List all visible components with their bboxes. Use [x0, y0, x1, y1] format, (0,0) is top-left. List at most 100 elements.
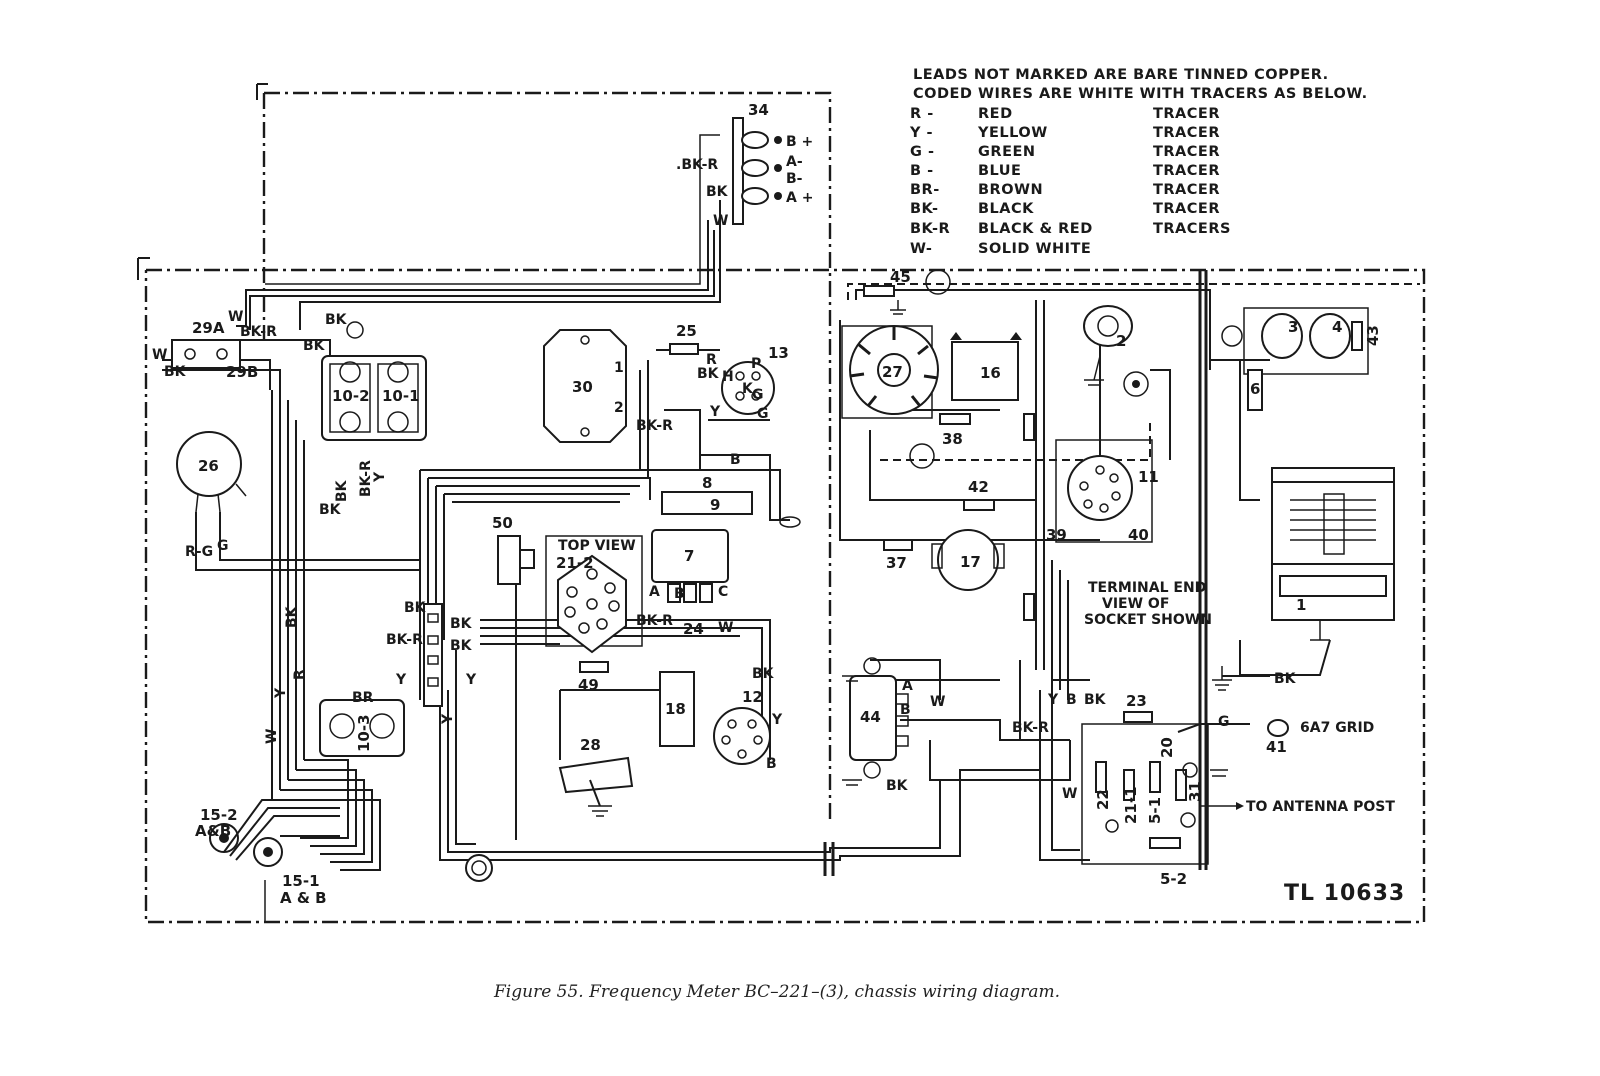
potentiometer-28: 28: [558, 736, 634, 817]
wire-label-y: Y: [771, 712, 783, 728]
transformer-30: 30 1 2 BK-R: [543, 329, 673, 443]
label-29a: 29A: [192, 319, 225, 337]
legend-code: Y -: [909, 125, 933, 141]
label-44: 44: [860, 708, 881, 726]
grid-lead-41: G 41 6A7 GRID TO ANTENNA POST: [1200, 714, 1395, 815]
label-21-2: 21-2: [556, 554, 594, 572]
capacitor-16: 16: [950, 332, 1022, 401]
ground-symbol: [1212, 666, 1270, 691]
wire-label-b: B: [1066, 692, 1077, 708]
label-29b: 29B: [226, 363, 258, 381]
wire-label-bk: BK: [1274, 671, 1297, 687]
tube-10-3: BR 10-3: [319, 690, 405, 757]
note-terminal-end: TERMINAL END: [1088, 580, 1206, 596]
component-44: 44 A B W BK: [842, 657, 945, 794]
label-5-2: 5-2: [1160, 870, 1187, 888]
wire-label-y: Y: [1047, 692, 1059, 708]
drawing-number: TL 10633: [1284, 881, 1405, 906]
legend-line-2: CODED WIRES ARE WHITE WITH TRACERS AS BE…: [913, 86, 1368, 102]
wire-label-b: B: [730, 452, 741, 468]
label-49: 49: [578, 676, 599, 694]
socket-11: 11 39 40: [1046, 439, 1159, 544]
legend-note: TRACER: [1153, 201, 1220, 217]
wire-label-bk: BK: [706, 184, 729, 200]
wire-label-bkr: BK-R: [240, 324, 277, 340]
wire-harness-left: [162, 134, 1040, 871]
terminal-b: B: [900, 702, 911, 718]
wire-label-y: Y: [465, 672, 477, 688]
legend-color: YELLOW: [977, 125, 1048, 141]
component-50: 50: [492, 514, 535, 585]
wire-label-w: W: [152, 347, 167, 363]
wire-label-y: Y: [395, 672, 407, 688]
label-10-2: 10-2: [332, 387, 370, 405]
label-1: 1: [1296, 596, 1306, 614]
terminal-a: A: [902, 678, 913, 694]
legend-code: B -: [910, 163, 934, 179]
terminal-k: K: [742, 381, 754, 397]
wire-label-w: W: [264, 729, 280, 744]
wire-label-w: W: [228, 309, 243, 325]
label-2: 2: [1116, 332, 1126, 350]
legend-code: R -: [910, 106, 934, 122]
label-17: 17: [960, 553, 981, 571]
legend-code: BK-R: [910, 221, 950, 237]
label-11: 11: [1138, 468, 1159, 486]
capacitor-2: 2: [1083, 305, 1149, 397]
wire-label-bkr: .BK-R: [676, 157, 718, 173]
coax-loop: [465, 842, 835, 882]
wire-label-bk: BK: [752, 666, 775, 682]
label-23: 23: [1126, 692, 1147, 710]
oscillator-network: 23 22 21-1 5-1 20 31 5-2: [1081, 692, 1250, 888]
legend-color: BLUE: [978, 163, 1021, 179]
terminal-c: C: [718, 584, 728, 600]
wire-label-bk: BK: [334, 479, 350, 502]
wire-label-bk: BK: [325, 312, 348, 328]
wire-label-bk: BK: [164, 364, 187, 380]
legend-code: W-: [910, 241, 932, 257]
label-30: 30: [572, 378, 593, 396]
top-view-label: TOP VIEW: [558, 538, 636, 554]
label-37: 37: [886, 554, 907, 572]
terminal-a: A: [649, 584, 660, 600]
tube-10: 10-2 10-1 BK BK BK BK-R Y: [303, 312, 427, 502]
terminal-30-1: 1: [614, 360, 624, 376]
terminal-strip-left: BK BK BK-R BK Y Y Y: [386, 600, 477, 725]
label-38: 38: [942, 430, 963, 448]
terminal-b-minus: B-: [786, 171, 803, 187]
legend-color: BLACK: [978, 201, 1034, 217]
label-28: 28: [580, 736, 601, 754]
wire-label-bkr: BK-R: [386, 632, 423, 648]
trimmers-3-4: 3 4 43 6: [1221, 307, 1382, 411]
terminal-h: H: [722, 369, 734, 385]
legend-color: RED: [978, 106, 1013, 122]
terminal-a-plus: A +: [786, 190, 813, 206]
legend-code: BR-: [910, 182, 940, 198]
wire-label-w: W: [930, 694, 945, 710]
crystal-17: 37 17: [883, 529, 1005, 591]
terminal-30-2: 2: [614, 400, 624, 416]
wire-label-bkr: BK-R: [1012, 720, 1049, 736]
label-7: 7: [684, 547, 694, 565]
switch-27: 27: [841, 325, 939, 419]
note-antenna-post: TO ANTENNA POST: [1246, 799, 1395, 815]
capacitor-7: 7 A B C BK-R 24 W: [636, 529, 733, 638]
wire-label-rg: R-G: [185, 544, 213, 560]
label-42: 42: [968, 478, 989, 496]
wire-label-y: Y: [372, 471, 388, 483]
label-13: 13: [768, 344, 789, 362]
label-50: 50: [492, 514, 513, 532]
terminal-b: B: [674, 586, 685, 602]
legend-code: G -: [910, 144, 934, 160]
label-45: 45: [890, 268, 911, 286]
lower-right-labels: Y B BK BK-R W BK: [1012, 671, 1297, 802]
tuning-capacitor-1: 1: [1271, 467, 1395, 641]
label-41: 41: [1266, 738, 1287, 756]
socket-note: TERMINAL END VIEW OF SOCKET SHOWN: [1084, 580, 1212, 628]
legend-color: GREEN: [978, 144, 1036, 160]
wire-label-w: W: [718, 620, 733, 636]
terminal-strip-34: 34 B + A- B- A + .BK-R BK W: [676, 101, 813, 229]
wire-label-br: BR: [352, 690, 374, 706]
wire-label-bk: BK: [697, 366, 720, 382]
legend-note: TRACER: [1153, 163, 1220, 179]
